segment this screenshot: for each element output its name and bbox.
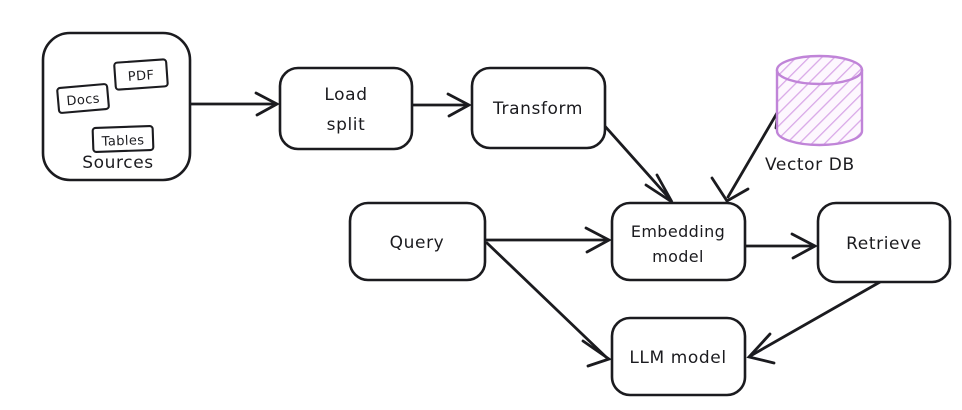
edge-embedding-model-to-retrieve (743, 232, 818, 260)
node-sources-tag-docs[interactable]: Docs (56, 83, 110, 114)
node-label-transform: Transform (492, 99, 583, 119)
node-llm-model[interactable]: LLM model (610, 316, 747, 397)
node-vector-db[interactable]: Vector DB (765, 54, 864, 175)
edge-query-to-embedding-model (483, 226, 612, 254)
edge-retrieve-to-llm-model (746, 280, 882, 365)
node-label-query: Query (390, 233, 445, 253)
edge-sources-to-load-split (188, 91, 280, 117)
node-sources-tag-tables[interactable]: Tables (91, 125, 155, 153)
edge-load-split-to-transform (410, 92, 472, 118)
edge-transform-to-embedding-model (601, 122, 674, 204)
node-retrieve[interactable]: Retrieve (816, 201, 952, 284)
node-embedding-model[interactable]: Embedding model (610, 201, 747, 282)
node-label-split: split (327, 115, 366, 135)
node-label-load: Load (324, 85, 367, 105)
node-load-split[interactable]: Load split (278, 66, 414, 151)
node-label-embedding-model: model (652, 247, 704, 266)
node-label-vector-db: Vector DB (765, 155, 855, 175)
node-label-sources: Sources (82, 153, 153, 173)
node-query[interactable]: Query (348, 201, 487, 282)
node-label-llm-model: LLM model (629, 348, 726, 368)
node-transform[interactable]: Transform (470, 66, 607, 150)
tag-label-tables: Tables (100, 133, 144, 150)
node-sources[interactable]: PDF Docs Tables Sources (41, 31, 192, 182)
node-sources-tag-pdf[interactable]: PDF (113, 58, 169, 91)
tag-label-docs: Docs (66, 92, 101, 110)
edge-query-to-llm-model (485, 241, 613, 368)
node-label-embedding: Embedding (631, 222, 725, 241)
tag-label-pdf: PDF (127, 68, 155, 85)
node-label-retrieve: Retrieve (846, 234, 922, 254)
